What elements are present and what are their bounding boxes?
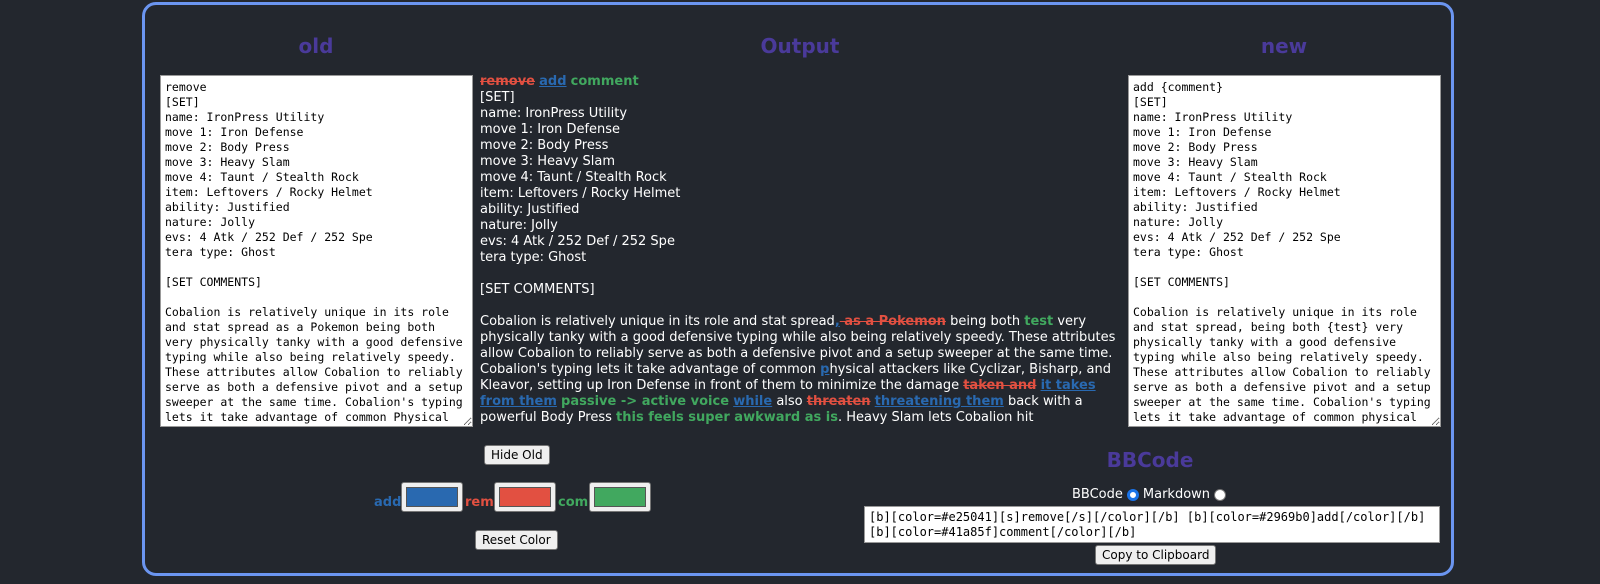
added-text: p — [820, 362, 830, 377]
markdown-option-label: Markdown — [1142, 487, 1211, 502]
add-color-label: add — [374, 495, 402, 510]
removed-text: as a Pokemon — [839, 314, 946, 329]
output-line: nature: Jolly — [480, 218, 558, 233]
old-textarea[interactable]: remove [SET] name: IronPress Utility mov… — [160, 75, 473, 427]
output-line: move 2: Body Press — [480, 138, 609, 153]
com-color-picker[interactable] — [589, 482, 651, 512]
reset-color-button[interactable]: Reset Color — [475, 530, 558, 550]
new-heading: new — [1260, 34, 1308, 58]
output-line — [480, 298, 1120, 314]
output-line — [480, 266, 1120, 282]
comment-text: test — [1024, 314, 1054, 329]
added-text: threatening them — [874, 394, 1004, 409]
added-text: add — [539, 74, 567, 89]
comment-text: this feels super awkward as is — [616, 410, 838, 425]
output-line: item: Leftovers / Rocky Helmet — [480, 186, 681, 201]
output-header-line: remove add comment — [480, 74, 1120, 90]
bbcode-output-textarea[interactable]: [b][color=#e25041][s]remove[/s][/color][… — [864, 506, 1440, 543]
added-text: while — [733, 394, 773, 409]
format-selector: BBCode Markdown — [1072, 487, 1230, 502]
add-color-picker[interactable] — [401, 482, 463, 512]
removed-text: taken and — [963, 378, 1037, 393]
output-line: move 3: Heavy Slam — [480, 154, 615, 169]
comment-text: comment — [570, 74, 639, 89]
rem-color-swatch — [499, 487, 551, 507]
output-line: name: IronPress Utility — [480, 106, 628, 121]
hide-old-button[interactable]: Hide Old — [484, 445, 550, 465]
add-color-swatch — [406, 487, 458, 507]
rem-color-label: rem — [465, 495, 494, 510]
added-text: , — [834, 314, 840, 329]
output-line: [SET COMMENTS] — [480, 282, 595, 297]
new-textarea[interactable]: add {comment} [SET] name: IronPress Util… — [1128, 75, 1441, 427]
output-line: move 1: Iron Defense — [480, 122, 621, 137]
bbcode-option-label: BBCode — [1072, 487, 1123, 502]
markdown-radio[interactable] — [1214, 488, 1227, 501]
diff-text: also — [772, 394, 807, 409]
added-text: it takes from them — [480, 378, 1096, 409]
output-line: ability: Justified — [480, 202, 580, 217]
diff-text: very physically tanky with a good defens… — [480, 314, 1116, 377]
bbcode-radio[interactable] — [1126, 488, 1139, 501]
bbcode-heading: BBCode — [1106, 448, 1194, 472]
output-line: evs: 4 Atk / 252 Def / 252 Spe — [480, 234, 675, 249]
rem-color-picker[interactable] — [494, 482, 556, 512]
output-heading: Output — [760, 34, 840, 58]
diff-text: . Heavy Slam lets Cobalion hit — [837, 410, 1034, 425]
diff-text: Cobalion is relatively unique in its rol… — [480, 314, 835, 329]
output-diff: remove add comment [SET] name: IronPress… — [480, 74, 1120, 426]
output-line: move 4: Taunt / Stealth Rock — [480, 170, 667, 185]
comment-text: passive -> active voice — [561, 394, 730, 409]
removed-text: remove — [480, 74, 535, 89]
diff-text: being both — [945, 314, 1025, 329]
output-line: tera type: Ghost — [480, 250, 587, 265]
old-heading: old — [298, 34, 334, 58]
removed-text: threaten — [806, 394, 871, 409]
copy-to-clipboard-button[interactable]: Copy to Clipboard — [1095, 545, 1217, 565]
diff-text: hysical attackers like Cyclizar, Bisharp… — [480, 362, 1111, 393]
com-color-label: com — [558, 495, 589, 510]
output-paragraph: Cobalion is relatively unique in its rol… — [480, 314, 1120, 426]
com-color-swatch — [594, 487, 646, 507]
output-line: [SET] — [480, 90, 515, 105]
diff-text: back with a powerful Body Press — [480, 394, 1083, 425]
